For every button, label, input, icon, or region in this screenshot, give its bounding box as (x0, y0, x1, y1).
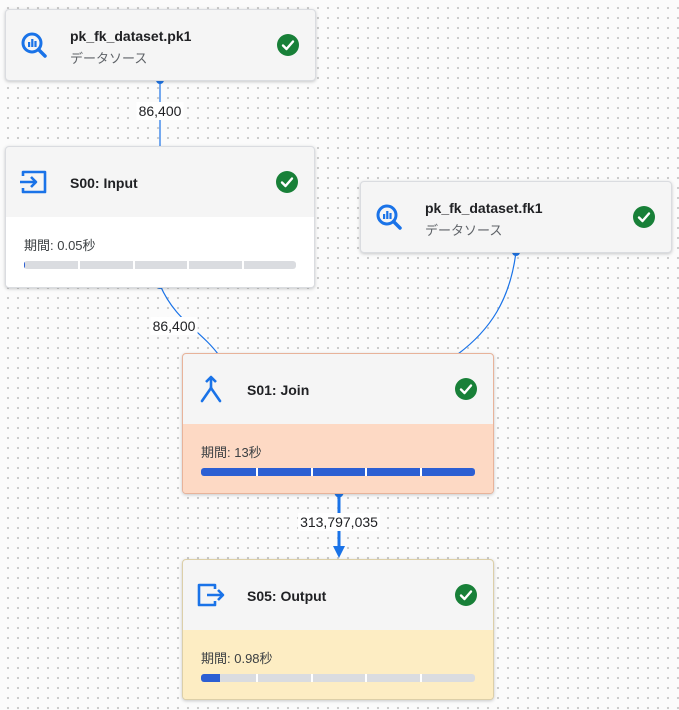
node-s00-title: S00: Input (70, 175, 138, 191)
input-arrow-icon (20, 170, 47, 194)
edge-join-output-arrow (333, 546, 345, 558)
node-s00-progress-fill (24, 261, 25, 269)
node-fk1-subtitle: データソース (425, 223, 503, 238)
node-s00-stats: 期間: 0.05秒 (6, 217, 314, 287)
node-s00-duration: 期間: 0.05秒 (24, 238, 96, 253)
node-pk1-title: pk_fk_dataset.pk1 (70, 28, 192, 44)
node-s00-progress-bar (24, 261, 296, 269)
node-s00-input[interactable]: S00: Input 期間: 0.05秒 (5, 146, 315, 288)
node-s01-join[interactable]: S01: Join 期間: 13秒 (182, 353, 494, 494)
edge-label-join-output: 313,797,035 (298, 513, 380, 531)
node-s05-title: S05: Output (247, 588, 327, 604)
success-check-icon (277, 34, 299, 56)
node-s01-progress-fill (201, 468, 475, 476)
node-s00-header: S00: Input (6, 147, 314, 217)
node-fk1-title: pk_fk_dataset.fk1 (425, 200, 543, 216)
join-merge-icon (200, 375, 222, 403)
node-s05-header: S05: Output (183, 560, 493, 630)
node-pk1-datasource[interactable]: pk_fk_dataset.pk1 データソース (5, 9, 316, 81)
node-s01-progress-bar (201, 468, 475, 476)
edge-fk1-join (457, 251, 517, 355)
success-check-icon (455, 378, 477, 400)
node-pk1-header: pk_fk_dataset.pk1 データソース (6, 10, 315, 80)
node-s01-header: S01: Join (183, 354, 493, 424)
node-s05-stats: 期間: 0.98秒 (183, 630, 493, 699)
bigquery-search-icon (376, 204, 402, 230)
node-s05-duration: 期間: 0.98秒 (201, 651, 273, 666)
edge-label-pk1-input: 86,400 (136, 102, 184, 120)
node-s01-stats: 期間: 13秒 (183, 424, 493, 493)
edge-label-input-join: 86,400 (150, 317, 198, 335)
success-check-icon (455, 584, 477, 606)
node-s05-progress-bar (201, 674, 475, 682)
node-s05-progress-fill (201, 674, 221, 682)
node-pk1-subtitle: データソース (70, 51, 148, 66)
node-s01-duration: 期間: 13秒 (201, 445, 262, 460)
node-s05-output[interactable]: S05: Output 期間: 0.98秒 (182, 559, 494, 700)
node-fk1-datasource[interactable]: pk_fk_dataset.fk1 データソース (360, 181, 672, 253)
success-check-icon (276, 171, 298, 193)
output-arrow-icon (197, 583, 225, 607)
node-fk1-header: pk_fk_dataset.fk1 データソース (361, 182, 671, 252)
bigquery-search-icon (21, 32, 47, 58)
node-s01-title: S01: Join (247, 382, 310, 398)
success-check-icon (633, 206, 655, 228)
